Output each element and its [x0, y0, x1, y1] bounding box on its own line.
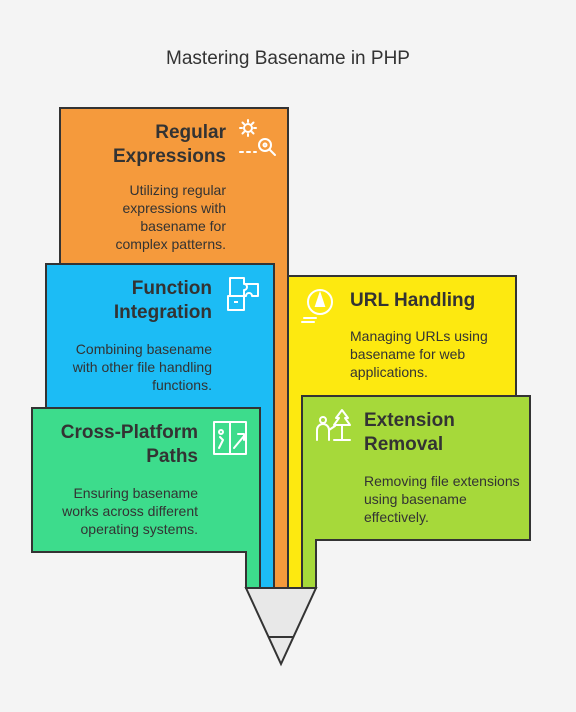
- extension-removal-heading: Extension Removal: [364, 410, 455, 455]
- diagram-title: Mastering Basename in PHP: [166, 48, 410, 69]
- regular-expressions-heading: Regular Expressions: [113, 122, 226, 167]
- cross-platform-paths-description: Ensuring basename works across different…: [62, 485, 198, 537]
- url-handling-description: Managing URLs using basename for web app…: [350, 328, 488, 380]
- function-integration-description: Combining basename with other file handl…: [72, 341, 212, 393]
- regex-icon: [239, 119, 276, 156]
- url-handling-heading: URL Handling: [350, 290, 476, 311]
- card-extension-removal: [301, 395, 531, 589]
- puzzle-icon: [227, 277, 259, 311]
- door-icon: [213, 421, 247, 455]
- cross-platform-paths-heading: Cross-Platform Paths: [60, 422, 198, 467]
- gardener-icon: [316, 409, 351, 441]
- card-cross-platform-paths: [31, 407, 261, 589]
- regular-expressions-description: Utilizing regular expressions with basen…: [115, 182, 227, 252]
- compass-icon: [301, 289, 333, 323]
- extension-removal-description: Removing file extensions using basename …: [364, 473, 520, 525]
- pencil-tip: [244, 587, 318, 667]
- function-integration-heading: Function Integration: [113, 278, 212, 323]
